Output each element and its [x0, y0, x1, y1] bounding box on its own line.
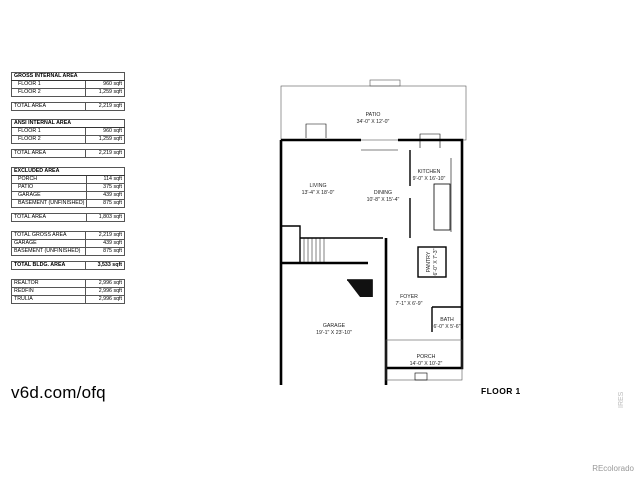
row-label: REALTOR — [11, 279, 86, 288]
garage-stair-fill — [347, 280, 372, 297]
row-value: 1,259 sqft — [85, 88, 125, 97]
exterior-walls-lower — [385, 259, 464, 370]
garage-dims: 19'-1" X 23'-10" — [316, 330, 352, 336]
total-label: TOTAL BLDG. AREA — [11, 261, 86, 270]
floor-label: FLOOR 1 — [481, 386, 521, 396]
row-label: PORCH — [10, 175, 88, 184]
row-value: 960 sqft — [85, 127, 125, 136]
total-value: 1,803 sqft — [86, 213, 125, 222]
bath-dims: 6'-0" X 5'-6" — [433, 324, 460, 330]
row-value: 375 sqft — [86, 183, 125, 192]
pantry-dims: 6'-0" X 7'-3" — [433, 248, 439, 275]
foyer-dims: 7'-1" X 6'-9" — [395, 301, 422, 307]
total-label: TOTAL AREA — [10, 213, 88, 222]
patio-name: PATIO — [366, 112, 381, 118]
tour-link[interactable]: v6d.com/ofq — [11, 383, 106, 402]
table-title: EXCLUDED AREA — [11, 167, 125, 176]
pantry-name: PANTRY — [426, 251, 432, 272]
ires-watermark: IRES — [618, 391, 625, 408]
bath-walls — [431, 306, 462, 332]
row-value: 439 sqft — [85, 239, 125, 248]
recolorado-watermark: REcolorado — [592, 464, 634, 473]
stair-walls — [282, 225, 383, 262]
row-label: REDFIN — [11, 287, 86, 296]
stair-treads — [303, 238, 325, 262]
kitchen-name: KITCHEN — [418, 169, 441, 175]
row-label: FLOOR 2 — [11, 88, 86, 97]
row-label: PATIO — [10, 183, 88, 192]
row-value: 2,996 sqft — [85, 287, 125, 296]
row-value: 114 sqft — [86, 175, 125, 184]
living-name: LIVING — [309, 183, 326, 189]
table-title: ANSI INTERNAL AREA — [11, 119, 125, 128]
row-label: FLOOR 1 — [11, 127, 86, 136]
row-value: 1,259 sqft — [85, 135, 125, 144]
row-label: FLOOR 2 — [11, 135, 86, 144]
row-label: TRULIA — [11, 295, 86, 304]
row-value: 439 sqft — [86, 191, 125, 200]
exterior-walls — [279, 138, 464, 385]
row-label: BASEMENT (UNFINISHED) — [10, 199, 88, 208]
pantry-walls — [417, 246, 447, 278]
foyer-name: FOYER — [400, 294, 418, 300]
garage-walls — [281, 238, 388, 385]
total-value: 3,533 sqft — [85, 261, 125, 270]
total-value: 2,219 sqft — [85, 149, 125, 158]
row-value: 960 sqft — [85, 80, 125, 89]
row-label: GARAGE — [11, 239, 86, 248]
row-value: 875 sqft — [85, 247, 125, 256]
total-label: TOTAL AREA — [11, 102, 86, 111]
dining-dims: 10'-8" X 15'-4" — [367, 197, 400, 203]
total-value: 2,219 sqft — [85, 102, 125, 111]
row-label: TOTAL GROSS AREA — [11, 231, 86, 240]
patio-dims: 34'-0" X 12'-0" — [357, 119, 390, 125]
porch-dims: 14'-0" X 10'-2" — [410, 361, 443, 367]
row-value: 2,996 sqft — [85, 279, 125, 288]
porch-name: PORCH — [417, 354, 436, 360]
living-dims: 13'-4" X 18'-0" — [302, 190, 335, 196]
dining-name: DINING — [374, 190, 392, 196]
patio-step — [369, 79, 401, 87]
row-value: 875 sqft — [86, 199, 125, 208]
row-label: GARAGE — [10, 191, 88, 200]
garage-name: GARAGE — [323, 323, 346, 329]
row-value: 2,219 sqft — [85, 231, 125, 240]
porch-step — [414, 372, 428, 381]
table-title: GROSS INTERNAL AREA — [11, 72, 125, 81]
bath-name: BATH — [440, 317, 454, 323]
floor-plan: PATIO 34'-0" X 12'-0" KITCHEN 9'-0" X 16… — [279, 79, 467, 385]
kitchen-island — [433, 183, 451, 231]
row-label: FLOOR 1 — [11, 80, 86, 89]
row-label: BASEMENT (UNFINISHED) — [11, 247, 86, 256]
row-value: 2,996 sqft — [85, 295, 125, 304]
total-label: TOTAL AREA — [11, 149, 86, 158]
patio-chair — [305, 123, 327, 138]
porch-outline — [385, 339, 463, 381]
kitchen-dims: 9'-0" X 16'-10" — [413, 176, 446, 182]
